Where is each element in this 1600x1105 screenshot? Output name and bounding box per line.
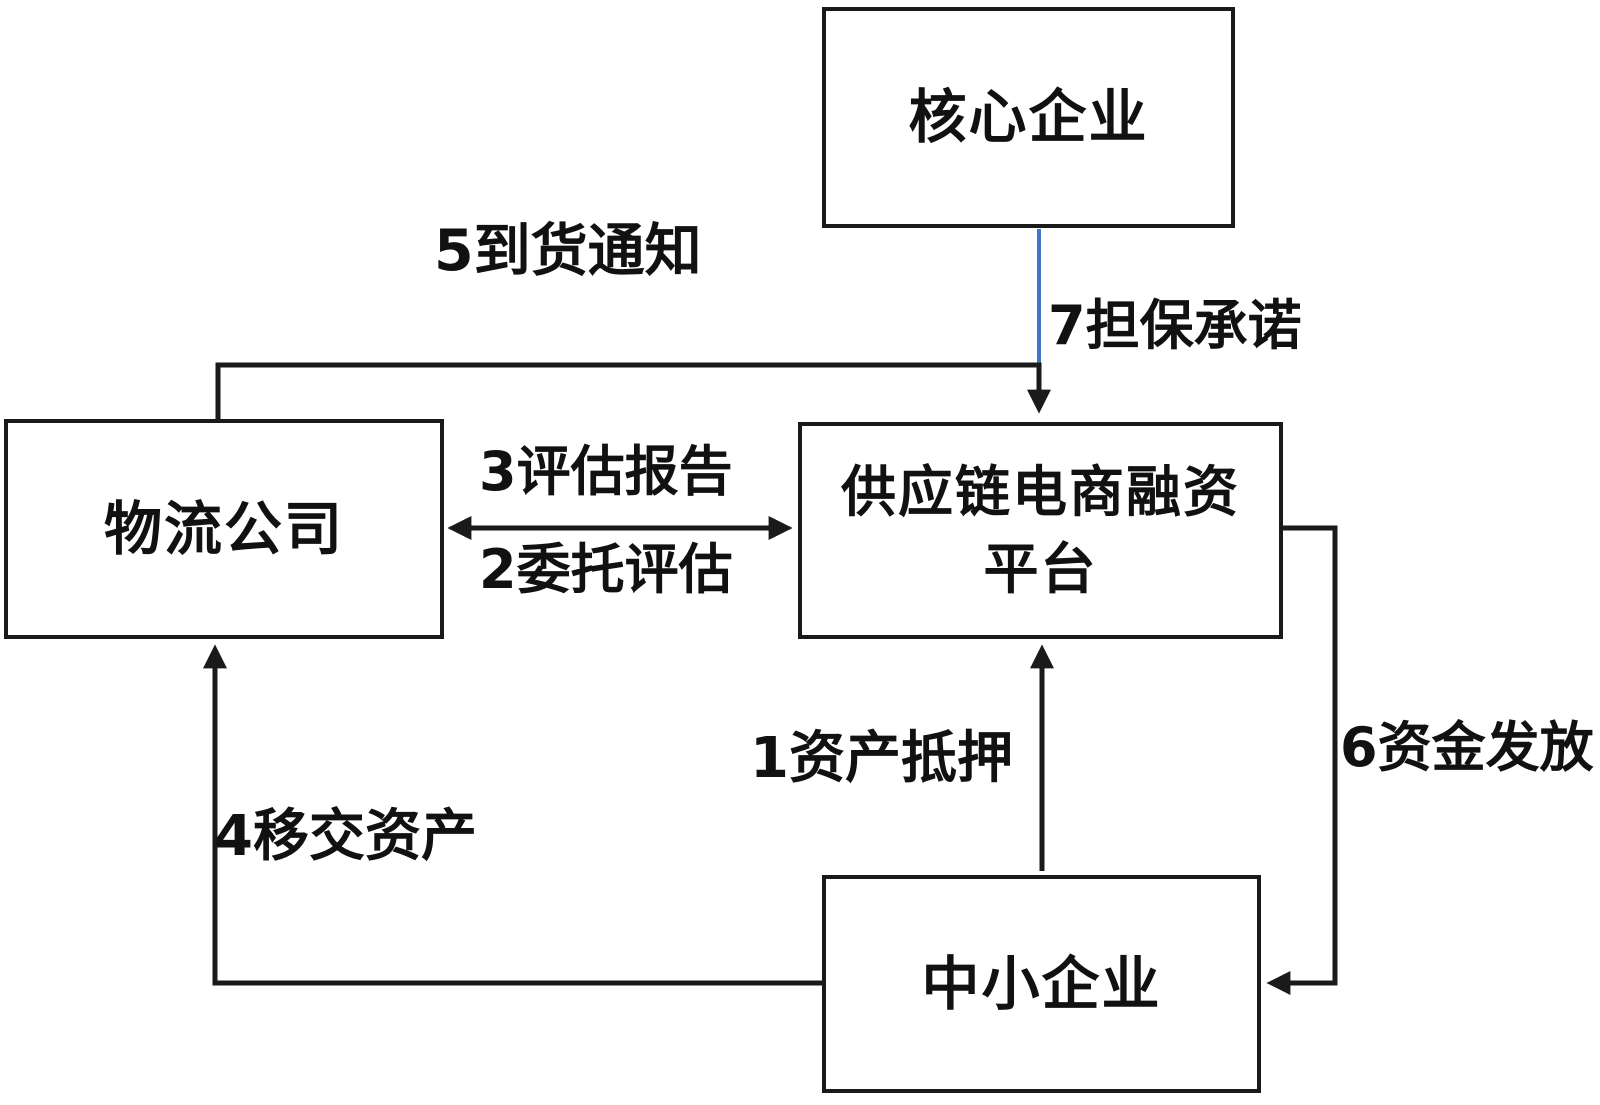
node-logistics-company-label: 物流公司 — [103, 494, 344, 563]
edge-guarantee-label: 7担保承诺 — [1048, 294, 1302, 357]
node-financing-platform: 供应链电商融资 平台 — [798, 422, 1283, 639]
node-logistics-company: 物流公司 — [4, 419, 444, 639]
node-core-enterprise-label: 核心企业 — [908, 83, 1149, 152]
edge-evaluation-report-label: 3评估报告 — [479, 440, 733, 503]
edge-entrust-evaluation-label: 2委托评估 — [479, 538, 733, 601]
edge-arrival-notice-label: 5到货通知 — [434, 218, 702, 284]
node-financing-platform-label-line1: 供应链电商融资 — [840, 459, 1240, 524]
edge-asset-pledge-label: 1资产抵押 — [750, 726, 1013, 791]
node-sme: 中小企业 — [822, 875, 1261, 1093]
node-core-enterprise: 核心企业 — [822, 7, 1235, 228]
edge-transfer-assets-line — [203, 644, 822, 986]
node-sme-label: 中小企业 — [921, 949, 1162, 1018]
edge-transfer-assets-label: 4移交资产 — [214, 804, 477, 869]
node-financing-platform-label-line2: 平台 — [983, 536, 1098, 601]
edge-fund-disbursement-label: 6资金发放 — [1340, 716, 1594, 779]
edge-arrival-notice-line — [215, 362, 1051, 419]
edge-fund-disbursement-line — [1266, 525, 1338, 995]
